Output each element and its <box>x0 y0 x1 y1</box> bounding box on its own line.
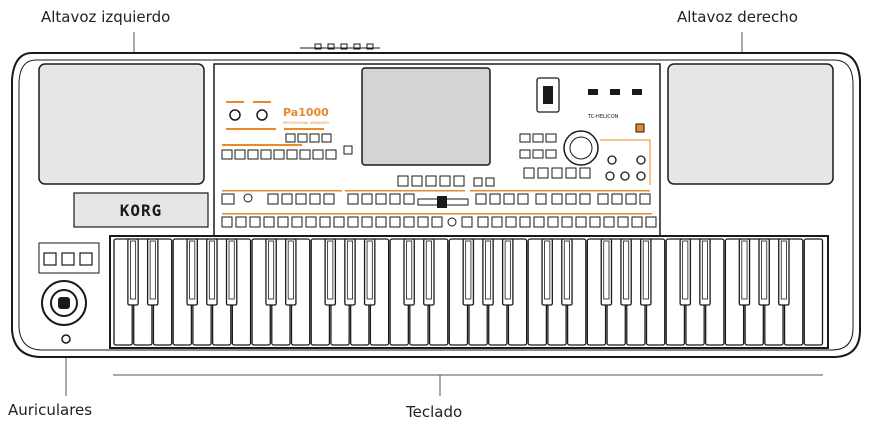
black-key-bevel <box>544 240 551 300</box>
rear-connectors <box>300 43 380 50</box>
black-key-bevel <box>642 240 649 300</box>
black-key-bevel <box>366 240 373 300</box>
black-key-bevel <box>149 240 156 300</box>
keyboard-set-buttons <box>221 133 353 160</box>
black-key[interactable] <box>482 238 494 306</box>
right-speaker <box>667 63 834 185</box>
black-key[interactable] <box>758 238 770 306</box>
black-key-bevel <box>741 240 748 300</box>
black-key-bevel <box>603 240 610 300</box>
master-volume-knob[interactable] <box>229 109 241 121</box>
black-key[interactable] <box>778 238 790 306</box>
display-screen <box>361 67 491 166</box>
model-name: Pa1000 <box>283 106 329 119</box>
black-key-bevel <box>208 240 215 300</box>
black-key[interactable] <box>501 238 514 306</box>
black-key-bevel <box>425 240 432 300</box>
black-key-bevel <box>761 240 768 300</box>
black-key-bevel <box>563 240 570 300</box>
black-key-bevel <box>623 240 630 300</box>
black-keys <box>127 238 790 306</box>
black-key-bevel <box>268 240 275 300</box>
assignable-switches <box>43 252 93 266</box>
black-key-bevel <box>780 240 787 300</box>
black-key-bevel <box>346 240 353 300</box>
korg-logo-plate <box>73 192 209 228</box>
black-key[interactable] <box>699 238 711 306</box>
left-speaker <box>38 63 205 185</box>
black-key-bevel <box>406 240 413 300</box>
black-key[interactable] <box>640 238 652 306</box>
left-speaker-label: Altavoz izquierdo <box>41 8 171 26</box>
keyboard-label: Teclado <box>406 403 463 421</box>
black-key-bevel <box>484 240 492 300</box>
black-key[interactable] <box>620 238 632 306</box>
black-key-bevel <box>287 240 294 300</box>
headphones-label: Auriculares <box>8 401 93 419</box>
black-key-bevel <box>465 240 472 300</box>
black-key[interactable] <box>127 238 139 306</box>
korg-logo: KORG <box>120 201 163 220</box>
model-subtitle: PROFESSIONAL ARRANGER <box>283 121 329 125</box>
black-key-bevel <box>682 240 689 300</box>
black-key[interactable] <box>363 238 376 306</box>
balance-knob[interactable] <box>256 109 268 121</box>
orange-button[interactable] <box>635 123 645 133</box>
black-key[interactable] <box>738 238 751 306</box>
black-key[interactable] <box>146 238 159 306</box>
black-key[interactable] <box>679 238 692 306</box>
tc-helicon-logo: TC-HELICON <box>587 114 619 120</box>
black-key[interactable] <box>206 238 218 306</box>
black-key-bevel <box>504 240 511 300</box>
right-speaker-label: Altavoz derecho <box>677 8 798 26</box>
black-key-bevel <box>228 240 235 300</box>
mic-knobs <box>605 155 646 181</box>
black-key[interactable] <box>403 238 415 306</box>
black-key[interactable] <box>462 238 475 306</box>
black-key[interactable] <box>285 238 297 306</box>
black-key-bevel <box>701 240 709 300</box>
black-key[interactable] <box>324 238 337 306</box>
black-key[interactable] <box>561 238 573 306</box>
black-key-bevel <box>129 240 137 300</box>
black-key[interactable] <box>186 238 198 306</box>
black-key[interactable] <box>265 238 277 306</box>
black-key[interactable] <box>600 238 613 306</box>
screen-buttons <box>397 167 591 187</box>
headphones-jack <box>61 334 71 344</box>
black-key[interactable] <box>541 238 553 306</box>
black-key-bevel <box>327 240 334 300</box>
black-key[interactable] <box>225 238 238 306</box>
bottom-buttons-row <box>221 216 657 228</box>
black-key[interactable] <box>344 238 356 306</box>
white-key[interactable] <box>803 238 824 346</box>
black-key[interactable] <box>423 238 435 306</box>
volume-knobs <box>229 109 268 121</box>
style-buttons-row <box>221 193 651 205</box>
black-key-bevel <box>189 240 196 300</box>
